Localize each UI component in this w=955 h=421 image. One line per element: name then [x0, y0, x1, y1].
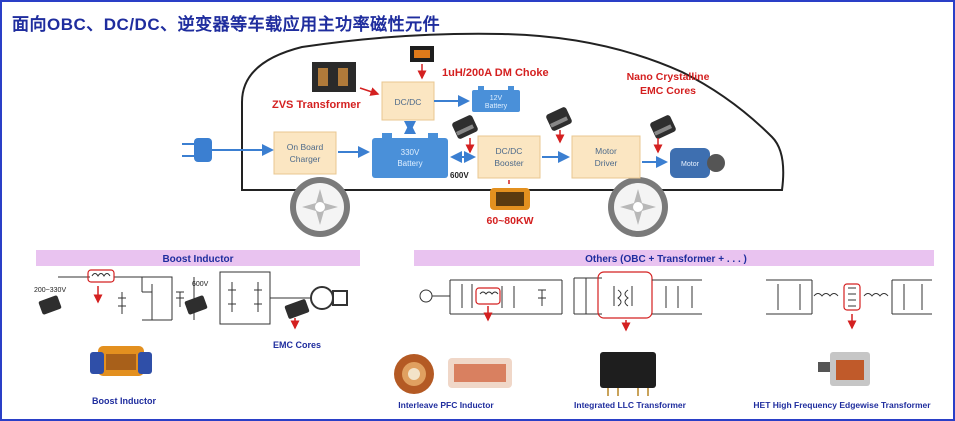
motor-driver-label-1: Motor: [595, 146, 617, 156]
booster-label-1: DC/DC: [496, 146, 523, 156]
het-caption: HET High Frequency Edgewise Transformer: [753, 400, 931, 410]
het-transformer-icon: [818, 352, 870, 386]
motor-box: [670, 148, 710, 178]
boost-header: Boost Inductor: [162, 254, 233, 265]
emc-cores-label: EMC Cores: [273, 340, 321, 350]
battery-330v: [372, 138, 448, 178]
battery-12v-label-1: 12V: [490, 95, 503, 102]
emc-core-icon-2: [546, 107, 572, 131]
battery-330v-label-2: Battery: [397, 159, 422, 168]
boost-inductor-icon: [90, 346, 152, 376]
boost-vin-label: 200~330V: [34, 287, 66, 294]
others-header-bar: [414, 250, 934, 266]
emc-core-icon-3: [650, 115, 676, 139]
pfc-inductor-icon-rect: [448, 358, 512, 388]
others-header: Others (OBC + Transformer + . . . ): [585, 254, 747, 265]
obc-label-1: On Board: [287, 142, 324, 152]
power-label: 60~80KW: [487, 215, 534, 227]
wheel-front: [290, 177, 350, 237]
wheel-rear: [608, 177, 668, 237]
llc-caption: Integrated LLC Transformer: [574, 400, 687, 410]
battery-330v-label-1: 330V: [401, 148, 420, 157]
obc-circuit: [419, 271, 702, 332]
boost-inductor-caption: Boost Inductor: [92, 396, 156, 406]
booster-box: [477, 135, 541, 179]
motor-driver-box: [571, 135, 641, 179]
page-title: 面向OBC、DC/DC、逆变器等车载应用主功率磁性元件: [12, 15, 441, 34]
zvs-transformer-label: ZVS Transformer: [272, 99, 361, 111]
dm-choke-icon: [410, 46, 434, 80]
booster-label-2: Booster: [494, 158, 523, 168]
pfc-caption: Interleave PFC Inductor: [398, 400, 494, 410]
plug-icon: [182, 138, 274, 162]
boost-circuit: [58, 269, 348, 325]
zvs-transformer-icon: [312, 62, 380, 96]
het-circuit: [766, 279, 932, 330]
car-outline: [241, 32, 785, 191]
dcdc-top-box: [381, 81, 435, 121]
boost-choke-icon-1: [38, 295, 62, 315]
boost-choke-icon-2: [184, 295, 208, 315]
motor-driver-label-2: Driver: [595, 158, 618, 168]
obc-box: [273, 131, 337, 175]
pfc-inductor-icon-round: [394, 354, 434, 394]
dcdc-top-label: DC/DC: [395, 97, 422, 107]
label-600v: 600V: [450, 171, 469, 180]
battery-12v: [472, 90, 520, 112]
nano-label-1: Nano Crystalline: [627, 71, 710, 83]
emc-core-icon-left: [284, 299, 310, 319]
nano-label-2: EMC Cores: [640, 85, 696, 97]
battery-12v-label-2: Battery: [485, 103, 508, 110]
boost-vout-label: 600V: [192, 281, 209, 288]
boost-inductor-car-icon: [490, 180, 530, 210]
llc-transformer-icon: [600, 352, 656, 396]
boost-header-bar: [36, 250, 360, 266]
emc-core-icon-1: [452, 115, 478, 139]
dm-choke-label: 1uH/200A DM Choke: [442, 67, 549, 79]
obc-label-2: Charger: [290, 154, 321, 164]
motor-label: Motor: [681, 161, 700, 168]
